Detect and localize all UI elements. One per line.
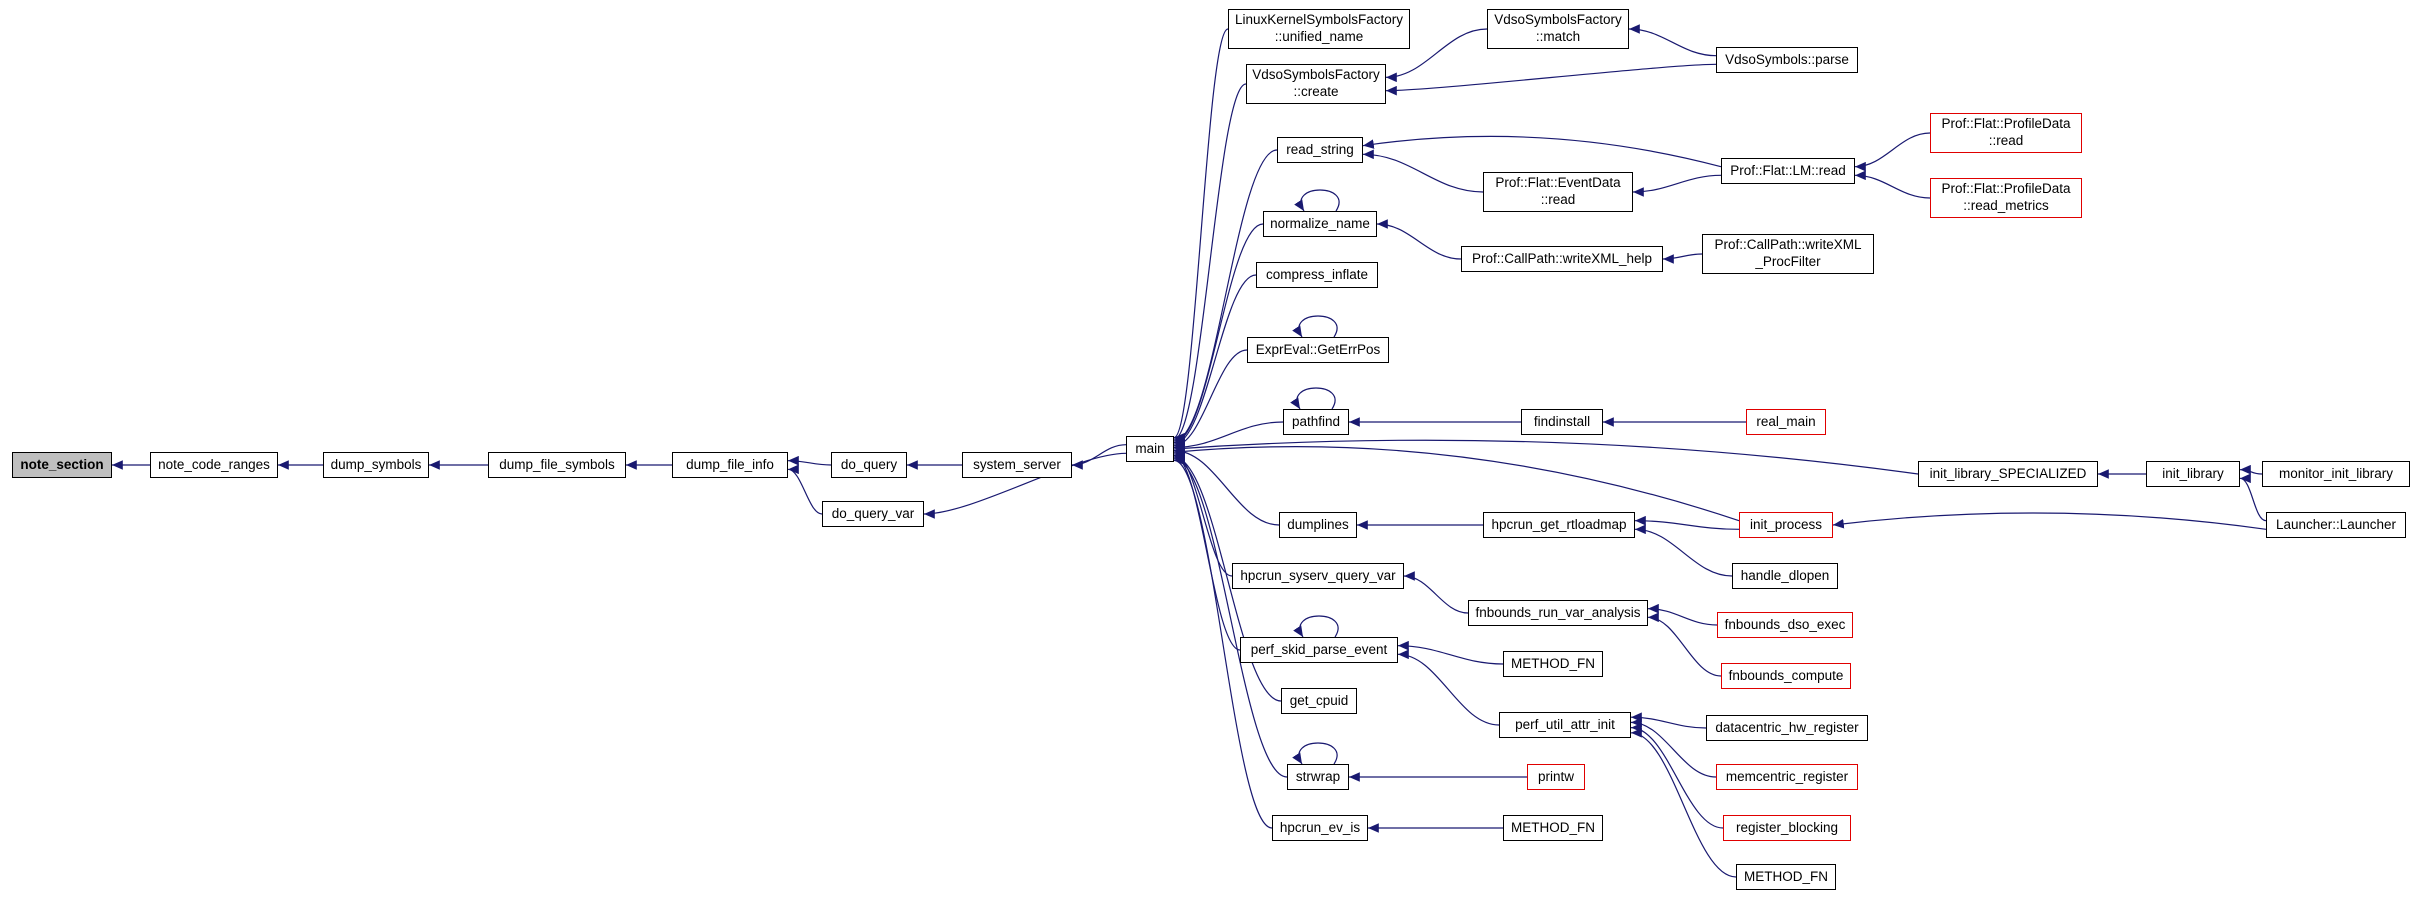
node-monitor-init-library[interactable]: monitor_init_library: [2262, 461, 2410, 487]
node-perf-skid-parse-event[interactable]: perf_skid_parse_event: [1240, 637, 1398, 663]
node-strwrap[interactable]: strwrap: [1287, 764, 1349, 790]
node-handle-dlopen[interactable]: handle_dlopen: [1732, 563, 1838, 589]
node-fnbounds-run-var-analysis[interactable]: fnbounds_run_var_analysis: [1468, 600, 1648, 626]
node-vdsosymbolsfactory-create[interactable]: VdsoSymbolsFactory ::create: [1246, 64, 1386, 104]
node-findinstall[interactable]: findinstall: [1521, 409, 1603, 435]
node-real-main[interactable]: real_main: [1746, 409, 1826, 435]
node-prof-flat-profiledata-read-metrics[interactable]: Prof::Flat::ProfileData ::read_metrics: [1930, 178, 2082, 218]
node-method-fn-2[interactable]: METHOD_FN: [1503, 815, 1603, 841]
node-datacentric-hw-register[interactable]: datacentric_hw_register: [1706, 715, 1868, 741]
node-prof-flat-lm-read[interactable]: Prof::Flat::LM::read: [1721, 158, 1855, 184]
node-expreval-geterrpos[interactable]: ExprEval::GetErrPos: [1247, 337, 1389, 363]
node-do-query-var[interactable]: do_query_var: [822, 501, 924, 527]
node-register-blocking[interactable]: register_blocking: [1723, 815, 1851, 841]
node-get-cpuid[interactable]: get_cpuid: [1281, 688, 1357, 714]
node-compress-inflate[interactable]: compress_inflate: [1256, 262, 1378, 288]
node-pathfind[interactable]: pathfind: [1283, 409, 1349, 435]
node-init-library-specialized[interactable]: init_library_SPECIALIZED: [1918, 461, 2098, 487]
node-main[interactable]: main: [1126, 436, 1174, 462]
node-hpcrun-get-rtloadmap[interactable]: hpcrun_get_rtloadmap: [1483, 512, 1635, 538]
node-vdsosymbols-parse[interactable]: VdsoSymbols::parse: [1716, 47, 1858, 73]
node-prof-callpath-writexml-help[interactable]: Prof::CallPath::writeXML_help: [1461, 246, 1663, 272]
node-note-code-ranges[interactable]: note_code_ranges: [150, 452, 278, 478]
node-perf-util-attr-init[interactable]: perf_util_attr_init: [1499, 712, 1631, 738]
node-fnbounds-compute[interactable]: fnbounds_compute: [1721, 663, 1851, 689]
node-dump-symbols[interactable]: dump_symbols: [323, 452, 429, 478]
node-hpcrun-syserv-query-var[interactable]: hpcrun_syserv_query_var: [1232, 563, 1404, 589]
node-dump-file-symbols[interactable]: dump_file_symbols: [488, 452, 626, 478]
node-linuxkernelsymbolsfactory-unified-name[interactable]: LinuxKernelSymbolsFactory ::unified_name: [1228, 9, 1410, 49]
node-do-query[interactable]: do_query: [831, 452, 907, 478]
node-method-fn-3[interactable]: METHOD_FN: [1736, 864, 1836, 890]
node-prof-flat-eventdata-read[interactable]: Prof::Flat::EventData ::read: [1483, 172, 1633, 212]
node-memcentric-register[interactable]: memcentric_register: [1716, 764, 1858, 790]
node-dumplines[interactable]: dumplines: [1279, 512, 1357, 538]
node-printw[interactable]: printw: [1527, 764, 1585, 790]
node-vdsosymbolsfactory-match[interactable]: VdsoSymbolsFactory ::match: [1487, 9, 1629, 49]
node-prof-flat-profiledata-read[interactable]: Prof::Flat::ProfileData ::read: [1930, 113, 2082, 153]
node-normalize-name[interactable]: normalize_name: [1263, 211, 1377, 237]
node-hpcrun-ev-is[interactable]: hpcrun_ev_is: [1272, 815, 1368, 841]
node-system-server[interactable]: system_server: [962, 452, 1072, 478]
node-read-string[interactable]: read_string: [1277, 137, 1363, 163]
node-prof-callpath-writexml-procfilter[interactable]: Prof::CallPath::writeXML _ProcFilter: [1702, 234, 1874, 274]
node-method-fn-1[interactable]: METHOD_FN: [1503, 651, 1603, 677]
node-fnbounds-dso-exec[interactable]: fnbounds_dso_exec: [1717, 612, 1853, 638]
node-dump-file-info[interactable]: dump_file_info: [672, 452, 788, 478]
node-init-library[interactable]: init_library: [2146, 461, 2240, 487]
node-note-section[interactable]: note_section: [12, 452, 112, 478]
node-init-process[interactable]: init_process: [1739, 512, 1833, 538]
node-launcher-launcher[interactable]: Launcher::Launcher: [2266, 512, 2406, 538]
